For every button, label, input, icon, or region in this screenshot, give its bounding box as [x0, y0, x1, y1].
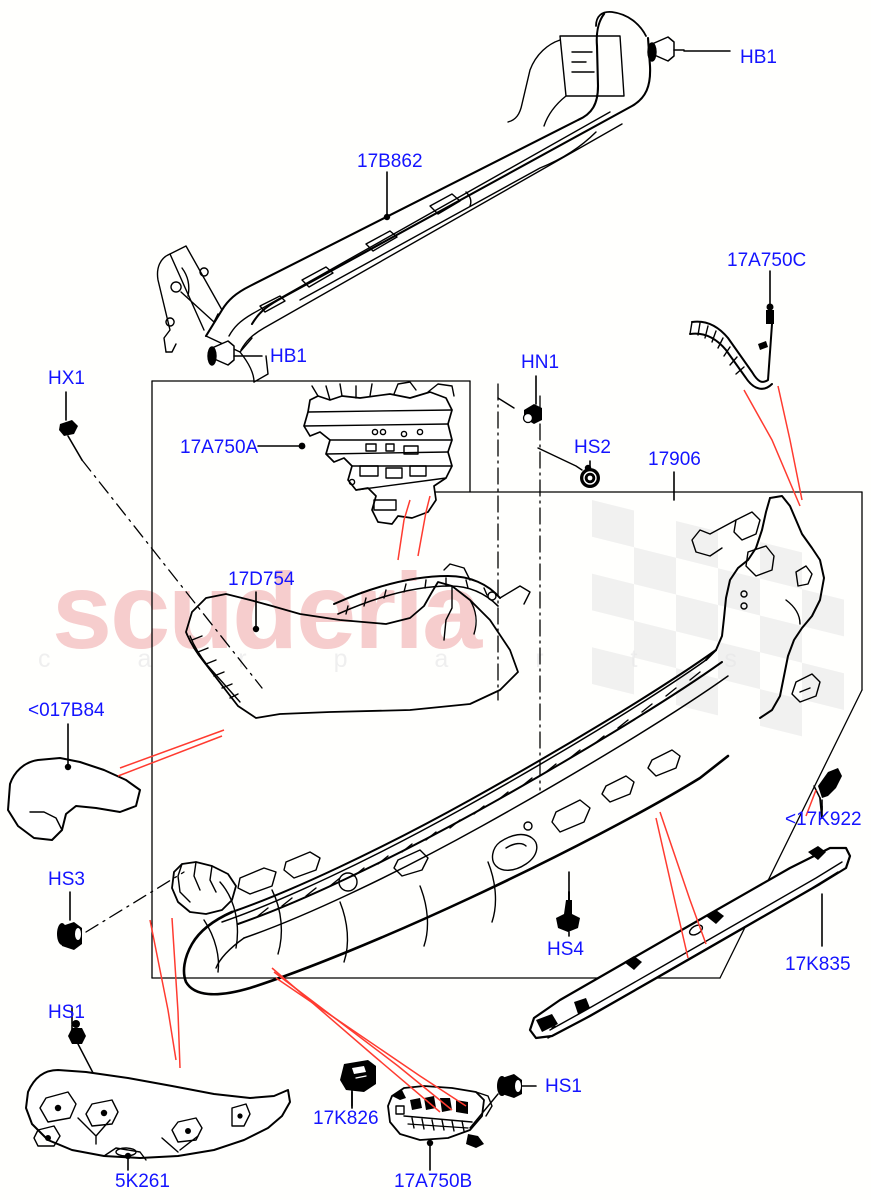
label-017b84[interactable]: <017B84	[28, 700, 105, 721]
fastener-HS1-right	[469, 1074, 522, 1129]
label-hs1-right[interactable]: HS1	[545, 1076, 582, 1097]
part-17906-bumper-cover	[171, 495, 825, 996]
part-017B84-filler-panel	[7, 757, 141, 841]
fastener-HB1-top	[647, 36, 685, 62]
part-17A750A-sensor-bracket	[303, 381, 455, 525]
label-17b862[interactable]: 17B862	[357, 151, 423, 172]
fastener-HS3	[57, 922, 82, 950]
label-17a750b[interactable]: 17A750B	[394, 1171, 473, 1192]
label-17a750a[interactable]: 17A750A	[180, 437, 259, 458]
label-17k826[interactable]: 17K826	[313, 1108, 379, 1129]
part-17K826-mounting-clip	[340, 1060, 376, 1109]
label-5k261[interactable]: 5K261	[115, 1171, 170, 1192]
label-hx1[interactable]: HX1	[48, 368, 85, 389]
assembly-line-HX1	[81, 459, 263, 689]
label-hs1-left[interactable]: HS1	[48, 1002, 85, 1023]
fastener-HS4	[556, 891, 580, 932]
fastener-HS2	[537, 447, 600, 488]
fastener-HB1-lower	[207, 340, 235, 366]
part-17A750C-wiring-harness	[689, 303, 774, 390]
label-hs4[interactable]: HS4	[547, 939, 584, 960]
part-5K261-splash-shield	[25, 1069, 291, 1161]
construction-lines	[497, 383, 541, 791]
label-hb1-lower[interactable]: HB1	[270, 346, 307, 367]
part-17K835-valance-trim	[528, 846, 852, 1040]
fastener-HN1	[497, 397, 542, 424]
label-17906[interactable]: 17906	[648, 449, 701, 470]
label-hs3[interactable]: HS3	[48, 869, 85, 890]
label-17a750c[interactable]: 17A750C	[727, 250, 807, 271]
part-17A750B-sensor-bracket	[387, 1085, 493, 1148]
label-hs2[interactable]: HS2	[574, 437, 611, 458]
part-17D754-cover-extension	[185, 563, 531, 719]
fastener-HX1	[59, 420, 83, 461]
part-17B862-reinforcement-beam	[156, 11, 652, 383]
label-17k835[interactable]: 17K835	[785, 954, 851, 975]
label-hb1-top[interactable]: HB1	[740, 47, 777, 68]
label-hn1[interactable]: HN1	[521, 352, 560, 373]
grouping-boxes	[151, 380, 863, 979]
highlight-lines	[117, 385, 817, 1113]
label-17k922[interactable]: <17K922	[785, 809, 862, 830]
assembly-line-HS3	[85, 871, 185, 933]
label-17d754[interactable]: 17D754	[228, 569, 295, 590]
